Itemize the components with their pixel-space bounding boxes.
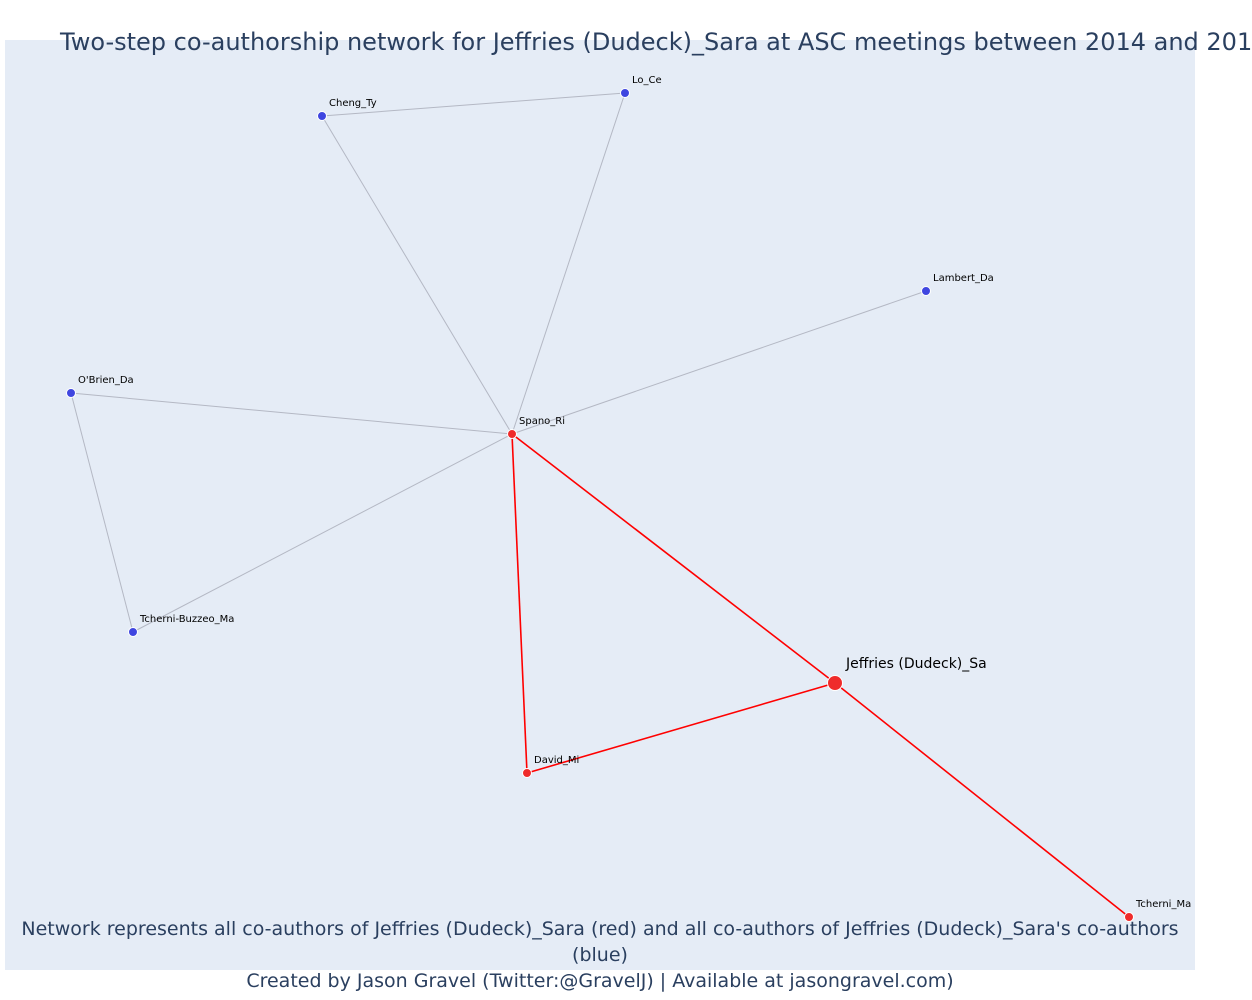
node-label-obrien: O'Brien_Da bbox=[78, 375, 134, 386]
network-graph: Jeffries (Dudeck)_SaSpano_RiDavid_MiTche… bbox=[66, 75, 1191, 922]
edge-cheng-spano bbox=[321, 115, 513, 435]
edges-layer bbox=[70, 92, 1130, 918]
edge-jeffries-tcherni bbox=[834, 682, 1130, 918]
node-label-lo: Lo_Ce bbox=[632, 75, 662, 86]
node-tcherni[interactable] bbox=[1124, 912, 1134, 922]
node-spano[interactable] bbox=[507, 429, 517, 439]
edge-obrien-tcherni_buzzeo bbox=[70, 392, 134, 633]
node-cheng[interactable] bbox=[317, 111, 327, 121]
labels-layer: Jeffries (Dudeck)_SaSpano_RiDavid_MiTche… bbox=[78, 75, 1191, 910]
footer-credit: Created by Jason Gravel (Twitter:@Gravel… bbox=[246, 970, 954, 992]
edge-cheng-lo bbox=[321, 92, 626, 117]
node-label-tcherni: Tcherni_Ma bbox=[1135, 899, 1191, 910]
edge-david-jeffries bbox=[526, 682, 836, 774]
footer-description: Network represents all co-authors of Jef… bbox=[21, 918, 1179, 966]
node-obrien[interactable] bbox=[66, 388, 76, 398]
edge-lo-spano bbox=[511, 92, 626, 435]
plot-background bbox=[5, 40, 1195, 970]
node-label-david: David_Mi bbox=[534, 755, 579, 766]
edge-lambert-spano bbox=[511, 290, 927, 435]
node-lo[interactable] bbox=[620, 88, 630, 98]
node-label-tcherni_buzzeo: Tcherni-Buzzeo_Ma bbox=[139, 614, 234, 625]
node-label-lambert: Lambert_Da bbox=[933, 273, 994, 284]
edge-spano-david bbox=[511, 433, 528, 774]
node-lambert[interactable] bbox=[921, 286, 931, 296]
node-label-jeffries: Jeffries (Dudeck)_Sa bbox=[845, 656, 987, 672]
node-label-cheng: Cheng_Ty bbox=[329, 98, 377, 109]
node-jeffries[interactable] bbox=[827, 675, 843, 691]
chart-footer: Network represents all co-authors of Jef… bbox=[5, 916, 1195, 994]
chart-title: Two-step co-authorship network for Jeffr… bbox=[60, 28, 1252, 56]
node-david[interactable] bbox=[522, 768, 532, 778]
edge-tcherni_buzzeo-spano bbox=[132, 433, 513, 633]
nodes-layer bbox=[66, 88, 1134, 922]
node-label-spano: Spano_Ri bbox=[519, 416, 565, 427]
edge-obrien-spano bbox=[70, 392, 513, 435]
edge-spano-jeffries bbox=[511, 433, 836, 684]
node-tcherni_buzzeo[interactable] bbox=[128, 627, 138, 637]
